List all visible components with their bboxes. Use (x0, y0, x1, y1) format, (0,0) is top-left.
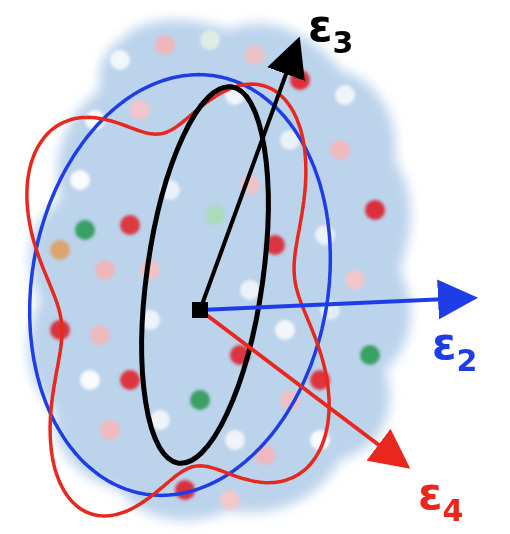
nucleon-dot (245, 45, 265, 65)
nucleon-dot (360, 345, 380, 365)
epsilon3-label: ε3 (308, 4, 353, 48)
nucleon-dot (50, 240, 70, 260)
epsilon2-shape (30, 75, 331, 496)
nucleon-dot (75, 220, 95, 240)
nucleon-dot (110, 50, 130, 70)
nucleon-dots (50, 30, 385, 510)
nucleon-dot (120, 370, 140, 390)
nucleon-dot (205, 205, 225, 225)
nucleon-dot (220, 490, 240, 510)
nucleon-dot (315, 225, 335, 245)
epsilon3-arrow (200, 44, 297, 310)
nucleon-dot (155, 35, 175, 55)
nucleon-dot (365, 200, 385, 220)
nucleon-dot (70, 170, 90, 190)
nucleon-dot (275, 320, 295, 340)
epsilon2-arrow (200, 298, 470, 310)
nucleon-dot (225, 430, 245, 450)
nucleon-dot (240, 280, 260, 300)
nucleon-dot (330, 140, 350, 160)
nucleon-dot (335, 85, 355, 105)
nucleon-dot (200, 30, 220, 50)
nucleon-dot (345, 270, 365, 290)
nucleon-dot (80, 370, 100, 390)
center-point (192, 302, 208, 318)
epsilon2-label: ε2 (432, 322, 477, 366)
epsilon4-label: ε4 (418, 472, 463, 516)
epsilon4-arrow (200, 310, 404, 464)
nucleon-dot (90, 325, 110, 345)
nucleon-dot (130, 100, 150, 120)
nucleon-dot (290, 70, 310, 90)
nucleon-dot (100, 420, 120, 440)
nucleon-dot (95, 260, 115, 280)
nucleon-dot (120, 215, 140, 235)
nucleon-dot (190, 390, 210, 410)
